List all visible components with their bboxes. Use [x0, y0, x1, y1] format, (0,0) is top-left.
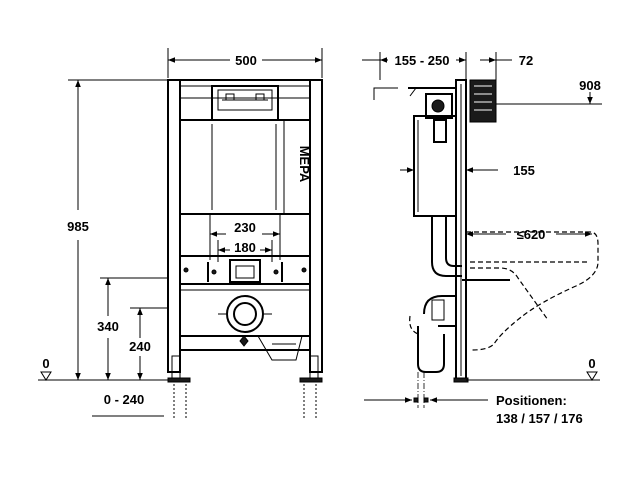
- depth-72-label: 72: [519, 53, 533, 68]
- dimension-985: 985: [67, 79, 168, 380]
- height-240-label: 240: [129, 339, 151, 354]
- cistern-side: [413, 93, 457, 217]
- dimension-depth: 155 - 250 72: [362, 52, 533, 80]
- front-view: 500 MEPA: [38, 48, 323, 418]
- height-340-label: 340: [97, 319, 119, 334]
- depth-range-label: 155 - 250: [395, 53, 450, 68]
- dimension-positions: Positionen: 138 / 157 / 176: [364, 372, 583, 426]
- zero-label-front: 0: [42, 356, 49, 371]
- side-view: 155 - 250 72 908: [362, 52, 602, 426]
- zero-level-front: 0: [38, 356, 168, 381]
- bowl-620-label: ≤620: [517, 227, 546, 242]
- offset-155-label: 155: [513, 163, 535, 178]
- zero-label-side: 0: [588, 356, 595, 371]
- feet-range-label: 0 - 240: [104, 392, 144, 407]
- dimension-230-180: 230 180: [209, 214, 281, 262]
- wall-panel: [469, 79, 497, 123]
- dimension-500: 500: [167, 48, 323, 78]
- side-frame-post: [453, 79, 469, 383]
- dim-180-label: 180: [234, 240, 256, 255]
- height-985-label: 985: [67, 219, 89, 234]
- frame-feet: [167, 349, 323, 418]
- flush-pipe: [431, 216, 510, 281]
- dimension-feet-range: 0 - 240: [92, 392, 164, 417]
- zero-level-side: 0: [466, 356, 600, 381]
- drain-pipe: [179, 289, 311, 361]
- dim-230-label: 230: [234, 220, 256, 235]
- positions-values: 138 / 157 / 176: [496, 411, 583, 426]
- wc-bowl-outline: [466, 231, 599, 351]
- brand-logo-text: MEPA: [297, 146, 312, 183]
- positions-title: Positionen:: [496, 393, 567, 408]
- side-drain: [409, 295, 457, 373]
- dimension-155: 155: [400, 163, 535, 178]
- mounting-plate: [179, 255, 311, 285]
- height-908-label: 908: [579, 78, 601, 93]
- dimension-620: ≤620: [466, 227, 592, 242]
- cistern: MEPA: [179, 119, 312, 215]
- dimension-340-240: 340 240: [97, 277, 168, 380]
- dimension-908: 908: [496, 78, 602, 105]
- width-label: 500: [235, 53, 257, 68]
